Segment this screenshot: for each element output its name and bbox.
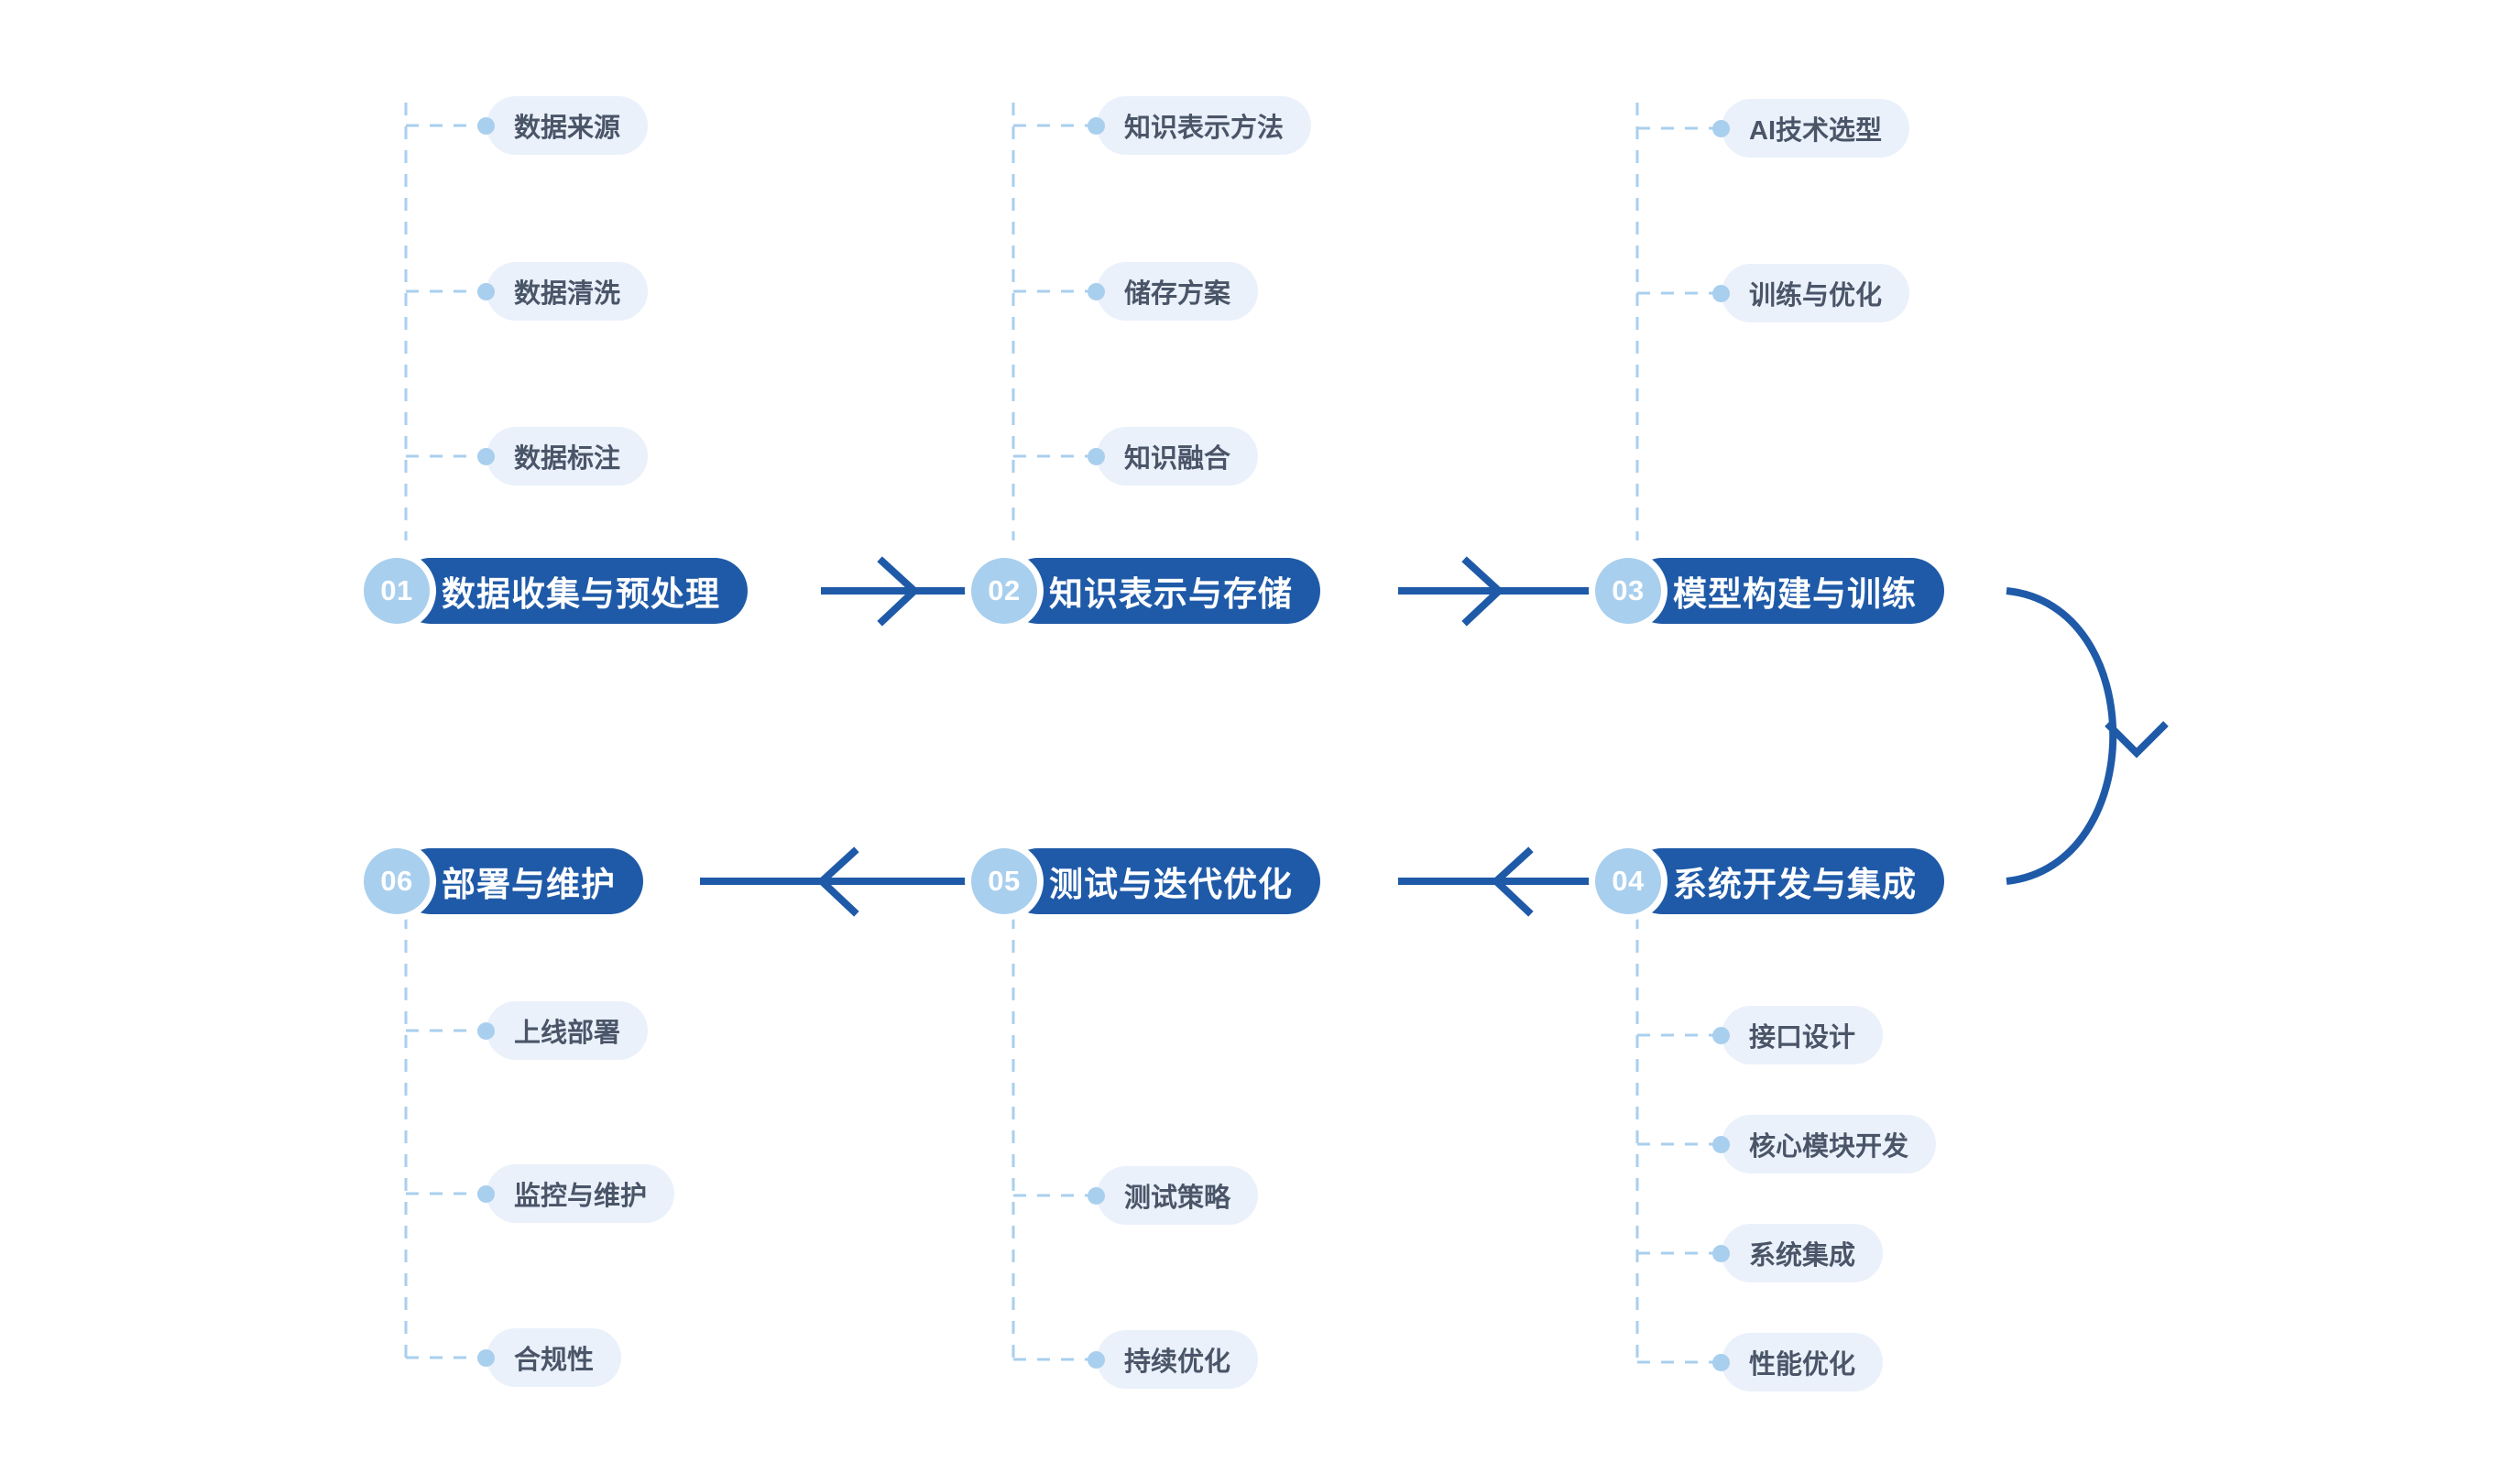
stage-number-badge-02: 02	[971, 558, 1037, 624]
dashed-branch-group-02	[1011, 103, 1096, 540]
stage-number-badge-03: 03	[1595, 558, 1661, 624]
leaf-dot	[477, 283, 495, 300]
leaf-dot	[1712, 1027, 1730, 1044]
leaf-pill-label: 性能优化	[1749, 1350, 1856, 1380]
leaf-pill-label: 测试策略	[1124, 1184, 1231, 1213]
stage-label-bar-03: 模型构建与训练	[1629, 558, 1944, 624]
leaf-pill-label: AI技术选型	[1749, 116, 1883, 146]
leaf-dot	[477, 1349, 495, 1367]
leaf-pill-data-cleaning[interactable]: 数据清洗	[487, 262, 649, 321]
leaf-dot	[1712, 1136, 1730, 1153]
stage-badge-wrapper-05: 05	[965, 842, 1044, 921]
leaf-pill-label: 储存方案	[1124, 279, 1231, 309]
leaf-dot	[477, 117, 495, 135]
stage-number-badge-06: 06	[364, 848, 430, 914]
leaf-dot	[477, 448, 495, 465]
leaf-pill-label: 合规性	[514, 1346, 595, 1375]
leaf-pill-continuous-optimization[interactable]: 持续优化	[1097, 1330, 1259, 1389]
stage-label-bar-05: 测试与迭代优化	[1005, 848, 1320, 914]
leaf-pill-label: 数据标注	[514, 444, 621, 474]
stage-number-badge-04: 04	[1595, 848, 1661, 914]
stage-node-02[interactable]: 02 知识表示与存储	[965, 551, 1320, 630]
leaf-pill-label: 数据来源	[514, 114, 621, 143]
stage-label-bar-06: 部署与维护	[398, 848, 643, 914]
leaf-pill-label: 接口设计	[1749, 1023, 1856, 1053]
leaf-pill-go-live-deployment[interactable]: 上线部署	[487, 1001, 649, 1060]
leaf-dot	[1712, 1245, 1730, 1262]
stage-label-bar-02: 知识表示与存储	[1005, 558, 1320, 624]
flow-arrow-02-to-03	[1398, 556, 1600, 627]
leaf-pill-label: 系统集成	[1749, 1241, 1856, 1271]
stage-number-badge-01: 01	[364, 558, 430, 624]
dashed-branch-group-05	[1011, 916, 1096, 1363]
leaf-pill-knowledge-fusion[interactable]: 知识融合	[1097, 427, 1259, 486]
dashed-branch-group-01	[404, 103, 486, 540]
leaf-dot	[1088, 1187, 1105, 1205]
leaf-pill-storage-plan[interactable]: 储存方案	[1097, 262, 1259, 321]
flow-arrow-03-to-04-curve	[2006, 587, 2169, 885]
leaf-pill-system-integration[interactable]: 系统集成	[1722, 1224, 1884, 1282]
stage-label-bar-04: 系统开发与集成	[1629, 848, 1944, 914]
leaf-pill-interface-design[interactable]: 接口设计	[1722, 1006, 1884, 1064]
leaf-dot	[1088, 1351, 1105, 1369]
leaf-dot	[477, 1185, 495, 1203]
leaf-pill-data-labeling[interactable]: 数据标注	[487, 427, 649, 486]
stage-badge-wrapper-04: 04	[1589, 842, 1667, 921]
stage-badge-wrapper-06: 06	[357, 842, 436, 921]
stage-node-04[interactable]: 04 系统开发与集成	[1589, 842, 1944, 921]
flow-arrow-05-to-06	[700, 846, 975, 917]
leaf-pill-label: 训练与优化	[1749, 281, 1883, 311]
stage-badge-wrapper-01: 01	[357, 551, 436, 630]
flow-arrow-04-to-05	[1398, 846, 1600, 917]
stage-badge-wrapper-02: 02	[965, 551, 1044, 630]
leaf-pill-label: 上线部署	[514, 1019, 621, 1048]
leaf-pill-label: 知识表示方法	[1124, 114, 1285, 143]
leaf-dot	[1088, 117, 1105, 135]
leaf-dot	[1088, 283, 1105, 300]
leaf-pill-label: 持续优化	[1124, 1348, 1231, 1377]
leaf-pill-core-module-development[interactable]: 核心模块开发	[1722, 1115, 1937, 1173]
leaf-dot	[477, 1022, 495, 1040]
stage-badge-wrapper-03: 03	[1589, 551, 1667, 630]
dashed-branch-group-04	[1635, 916, 1721, 1364]
leaf-pill-label: 核心模块开发	[1749, 1132, 1909, 1162]
leaf-pill-data-source[interactable]: 数据来源	[487, 96, 649, 155]
leaf-pill-label: 知识融合	[1124, 444, 1231, 474]
stage-node-01[interactable]: 01 数据收集与预处理	[357, 551, 748, 630]
leaf-dot	[1088, 448, 1105, 465]
leaf-pill-label: 数据清洗	[514, 279, 621, 309]
flow-arrow-01-to-02	[821, 556, 975, 627]
leaf-pill-monitoring-maintenance[interactable]: 监控与维护	[487, 1164, 675, 1223]
leaf-dot	[1712, 1354, 1730, 1371]
dashed-branch-group-03	[1635, 103, 1721, 540]
stage-node-05[interactable]: 05 测试与迭代优化	[965, 842, 1320, 921]
leaf-pill-test-strategy[interactable]: 测试策略	[1097, 1166, 1259, 1225]
leaf-pill-compliance[interactable]: 合规性	[487, 1328, 622, 1387]
leaf-pill-label: 监控与维护	[514, 1182, 648, 1211]
stage-number-badge-05: 05	[971, 848, 1037, 914]
leaf-dot	[1712, 120, 1730, 137]
leaf-pill-training-optimization[interactable]: 训练与优化	[1722, 264, 1910, 322]
dashed-branch-group-06	[404, 916, 486, 1363]
stage-label-bar-01: 数据收集与预处理	[398, 558, 748, 624]
leaf-pill-ai-tech-selection[interactable]: AI技术选型	[1722, 99, 1910, 158]
leaf-pill-knowledge-representation[interactable]: 知识表示方法	[1097, 96, 1312, 155]
leaf-dot	[1712, 285, 1730, 302]
stage-node-06[interactable]: 06 部署与维护	[357, 842, 643, 921]
stage-node-03[interactable]: 03 模型构建与训练	[1589, 551, 1944, 630]
leaf-pill-performance-optimization[interactable]: 性能优化	[1722, 1333, 1884, 1391]
